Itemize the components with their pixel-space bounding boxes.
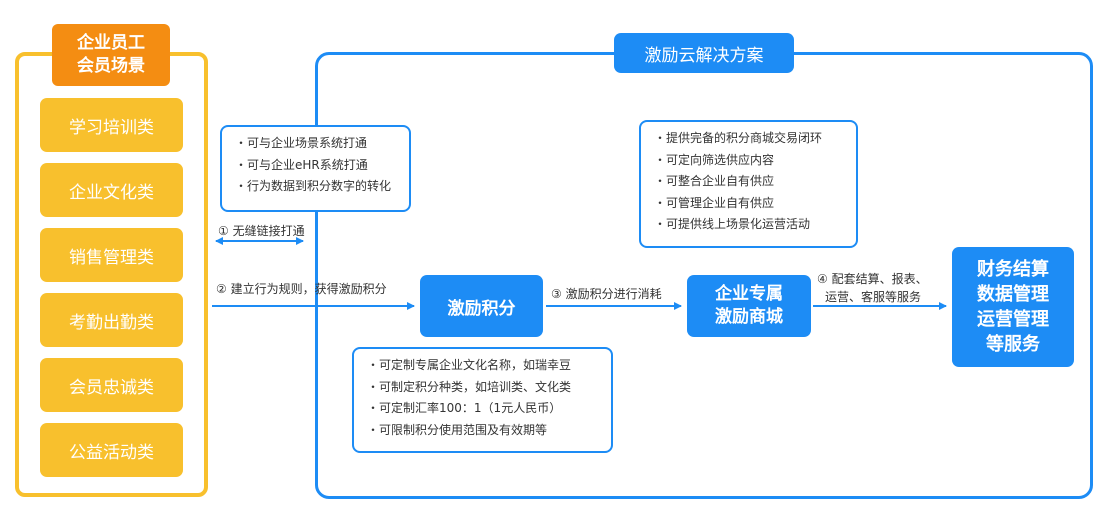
employee-scenario-title-line1: 企业员工 [77, 33, 145, 53]
mall-note-item: ・可管理企业自有供应 [654, 195, 775, 210]
exclusive-mall-line2: 激励商城 [715, 307, 783, 327]
step4-label-line1: ④ 配套结算、报表、 [817, 272, 928, 286]
integration-note-item: ・可与企业eHR系统打通 [235, 157, 368, 172]
category-corporate-culture: 企业文化类 [40, 163, 183, 217]
category-member-loyalty: 会员忠诚类 [40, 358, 183, 412]
mall-note-item: ・可整合企业自有供应 [654, 174, 775, 188]
step2-label: ② 建立行为规则，获得激励积分 [216, 282, 387, 296]
category-sales-management: 销售管理类 [40, 228, 183, 282]
step3-label: ③ 激励积分进行消耗 [551, 287, 662, 301]
category-attendance: 考勤出勤类 [40, 293, 183, 347]
points-note-item: ・可限制积分使用范围及有效期等 [367, 422, 548, 437]
category-public-welfare: 公益活动类 [40, 423, 183, 477]
step4-label-line2: 运营、客服等服务 [825, 290, 922, 304]
mall-note: ・提供完备的积分商城交易闭环 ・可定向筛选供应内容 ・可整合企业自有供应 ・可管… [639, 120, 858, 248]
integration-note-item: ・行为数据到积分数字的转化 [235, 179, 392, 193]
service-and-more: 等服务 [986, 334, 1040, 355]
exclusive-mall-node: 企业专属 激励商城 [687, 275, 811, 337]
integration-note: ・可与企业场景系统打通 ・可与企业eHR系统打通 ・行为数据到积分数字的转化 [220, 125, 411, 212]
services-node: 财务结算 数据管理 运营管理 等服务 [952, 247, 1074, 367]
points-note-item: ・可制定积分种类，如培训类、文化类 [367, 379, 572, 394]
mall-note-item: ・提供完备的积分商城交易闭环 [654, 131, 823, 145]
points-note: ・可定制专属企业文化名称，如瑞幸豆 ・可制定积分种类，如培训类、文化类 ・可定制… [352, 347, 613, 453]
integration-note-item: ・可与企业场景系统打通 [235, 136, 368, 150]
employee-scenario-title-line2: 会员场景 [77, 56, 145, 76]
step1-label: ① 无缝链接打通 [218, 224, 305, 238]
points-note-item: ・可定制专属企业文化名称，如瑞幸豆 [367, 358, 572, 372]
service-operations-management: 运营管理 [977, 309, 1049, 330]
service-data-management: 数据管理 [977, 284, 1049, 305]
exclusive-mall-line1: 企业专属 [715, 284, 783, 304]
points-note-item: ・可定制汇率100：1（1元人民币） [367, 401, 562, 415]
category-learning-training: 学习培训类 [40, 98, 183, 152]
employee-scenario-title: 企业员工 会员场景 [52, 24, 170, 86]
mall-note-item: ・可定向筛选供应内容 [654, 152, 775, 167]
incentive-cloud-title: 激励云解决方案 [614, 33, 794, 73]
mall-note-item: ・可提供线上场景化运营活动 [654, 217, 811, 231]
incentive-points-node: 激励积分 [420, 275, 543, 337]
service-finance-settlement: 财务结算 [977, 259, 1049, 280]
incentive-points-label: 激励积分 [447, 298, 516, 319]
